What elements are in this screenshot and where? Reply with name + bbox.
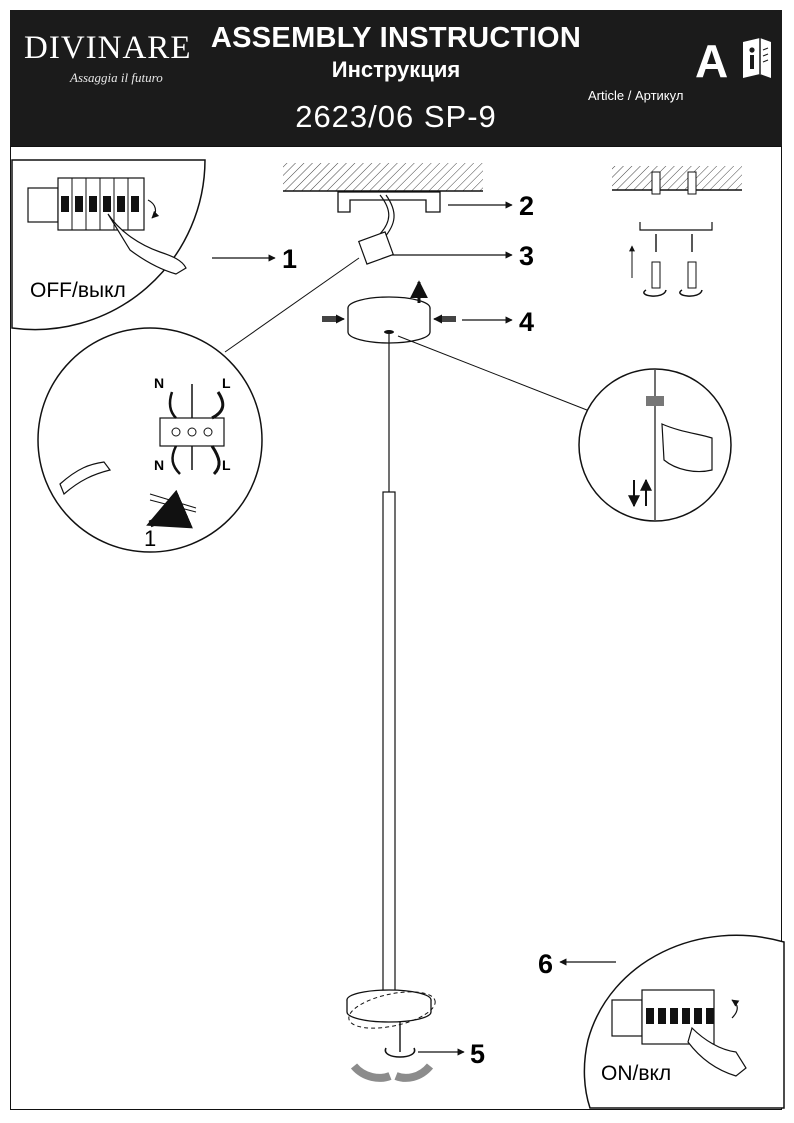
pendant-rod: [382, 491, 396, 995]
page-title-ru: Инструкция: [331, 57, 461, 82]
canopy: [347, 296, 431, 344]
ceiling: [283, 163, 483, 191]
book-info-icon: [743, 38, 771, 78]
switch-on-detail: [583, 934, 785, 1109]
brand-tagline: Assaggia il futuro: [70, 70, 163, 85]
switch-on-label: ON/вкл: [601, 1062, 671, 1085]
mounting-bracket: [337, 191, 441, 213]
step-5-number: 5: [470, 1039, 485, 1069]
terminal-block: [357, 231, 395, 265]
page-title: ASSEMBLY INSTRUCTION: [210, 22, 582, 54]
language-letter: A: [695, 35, 729, 87]
lamp-head: [346, 989, 436, 1082]
brand-logo: DIVINARE: [24, 30, 192, 66]
screw-left: [322, 314, 345, 324]
step-1-number: 1: [282, 244, 297, 274]
neutral-label-top: N: [154, 375, 164, 391]
screw-right: [433, 314, 456, 324]
switch-off-label: OFF/выкл: [30, 279, 126, 302]
live-label-top: L: [222, 375, 231, 391]
step-3-number: 3: [519, 241, 534, 271]
switch-off-detail: [11, 159, 206, 331]
neutral-label-bottom: N: [154, 457, 164, 473]
live-label-bottom: L: [222, 457, 231, 473]
model-number: 2623/06 SP-9: [295, 99, 497, 134]
step-4-number: 4: [519, 307, 534, 337]
step-2-number: 2: [519, 191, 534, 221]
cable-adjust-detail: [578, 368, 732, 522]
step-6-number: 6: [538, 949, 553, 979]
header-bar: DIVINARE Assaggia il futuro ASSEMBLY INS…: [10, 10, 782, 146]
article-label: Article / Артикул: [588, 88, 684, 103]
substep-number: 1: [144, 526, 156, 551]
wiring-detail: [37, 327, 263, 553]
ceiling-fastening-detail: [612, 166, 742, 297]
instruction-frame: [10, 146, 782, 1110]
